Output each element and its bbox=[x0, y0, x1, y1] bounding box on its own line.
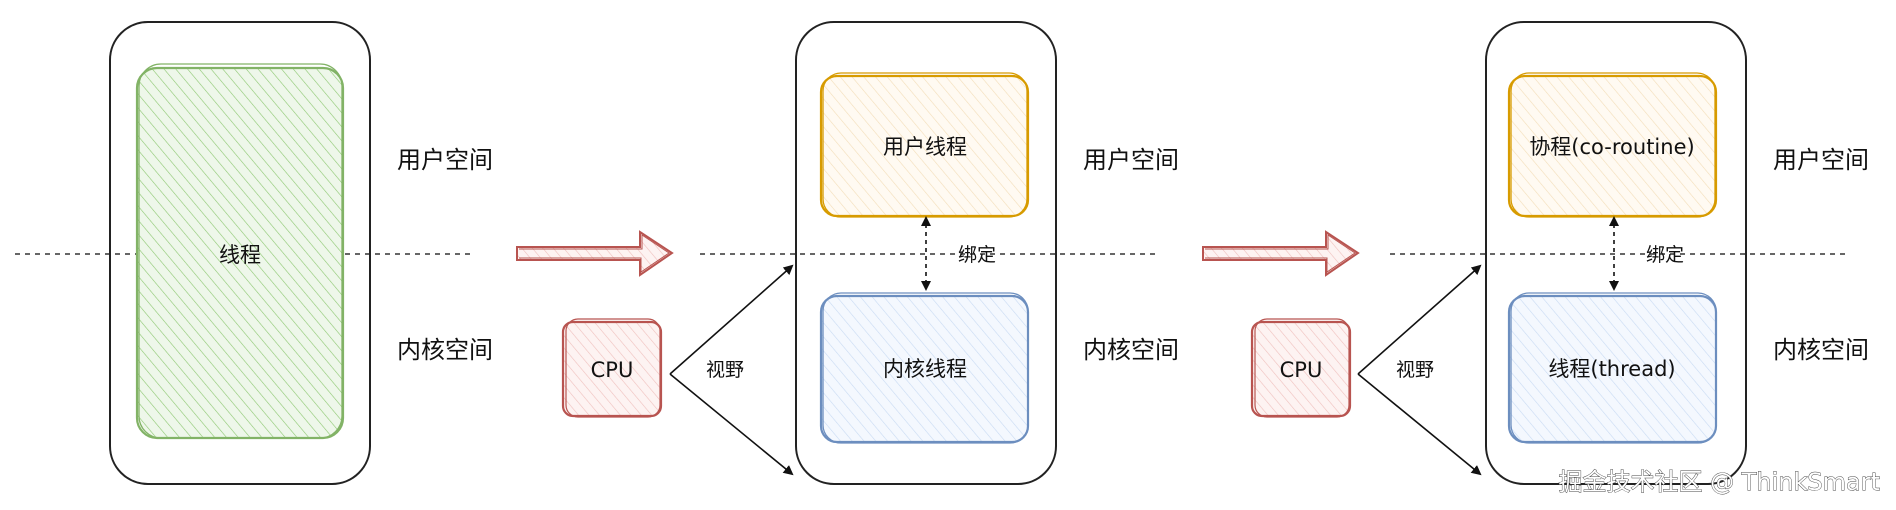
user-space-label-1: 用户空间 bbox=[397, 146, 493, 174]
view-arrow-up-1 bbox=[669, 264, 794, 375]
kernel-space-label-2: 内核空间 bbox=[1083, 336, 1179, 364]
thread-label: 线程 bbox=[219, 243, 261, 267]
view-arrow-up-2 bbox=[1357, 264, 1482, 375]
panel-2-frame bbox=[795, 21, 1057, 485]
cpu-box-2 bbox=[1250, 320, 1352, 418]
view-label-1: 视野 bbox=[706, 359, 744, 381]
watermark: 掘金技术社区 @ ThinkSmart bbox=[1558, 468, 1880, 496]
user-space-label-3: 用户空间 bbox=[1773, 146, 1869, 174]
panel-1-frame bbox=[109, 21, 371, 485]
user-thread-label: 用户线程 bbox=[883, 135, 967, 159]
transition-arrow-2 bbox=[1202, 230, 1360, 277]
cpu-label-1: CPU bbox=[591, 358, 634, 382]
coroutine-label: 协程(co-routine) bbox=[1529, 135, 1694, 159]
cpu-box-1 bbox=[561, 320, 663, 418]
kernel-thread-label: 内核线程 bbox=[883, 357, 967, 381]
cpu-label-2: CPU bbox=[1280, 358, 1323, 382]
panel-3-frame bbox=[1485, 21, 1747, 485]
view-arrow-down-2 bbox=[1357, 373, 1482, 476]
kernel-space-label-3: 内核空间 bbox=[1773, 336, 1869, 364]
bind-label-2: 绑定 bbox=[1646, 244, 1684, 266]
user-space-label-2: 用户空间 bbox=[1083, 146, 1179, 174]
view-label-2: 视野 bbox=[1396, 359, 1434, 381]
view-arrow-down-1 bbox=[669, 373, 794, 476]
kernel-space-label-1: 内核空间 bbox=[397, 336, 493, 364]
os-thread-label: 线程(thread) bbox=[1548, 357, 1675, 381]
bind-label-1: 绑定 bbox=[958, 244, 996, 266]
transition-arrow-1 bbox=[516, 230, 674, 277]
